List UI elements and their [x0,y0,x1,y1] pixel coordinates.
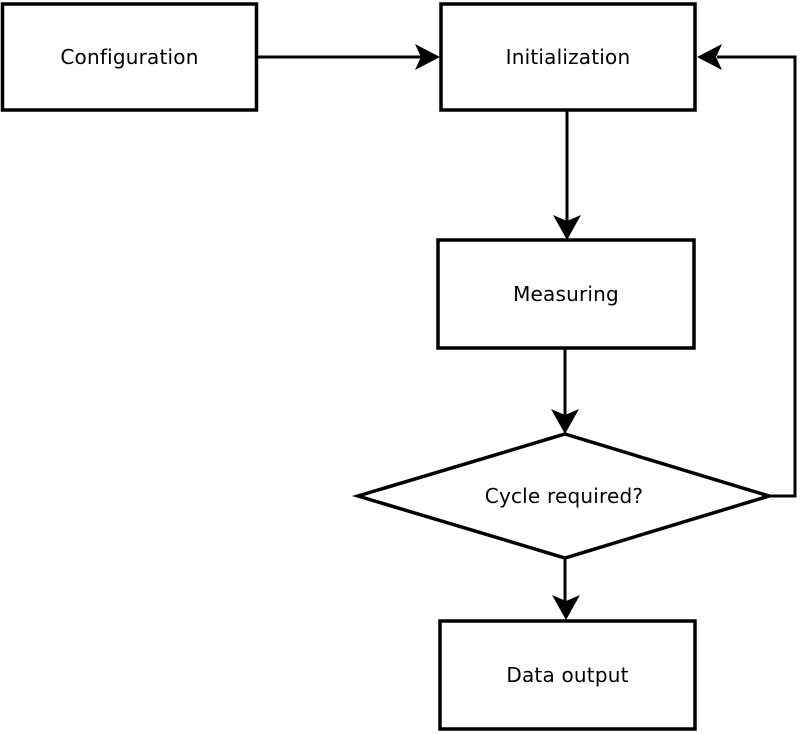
arrowhead-into-output [552,595,580,620]
configuration-node-box [0,2,259,112]
measuring-node-box [436,238,696,350]
arrowhead-into-initialization-right [697,44,722,70]
arrowhead-into-decision [551,409,579,434]
arrowhead-into-measuring [553,215,581,240]
cycle-required-decision-diamond [351,432,776,560]
arrowhead-into-initialization-left [415,44,440,70]
initialization-node-box [439,2,697,112]
data-output-node-box [438,619,697,731]
edge-decision-loop-to-initialization [717,55,797,498]
